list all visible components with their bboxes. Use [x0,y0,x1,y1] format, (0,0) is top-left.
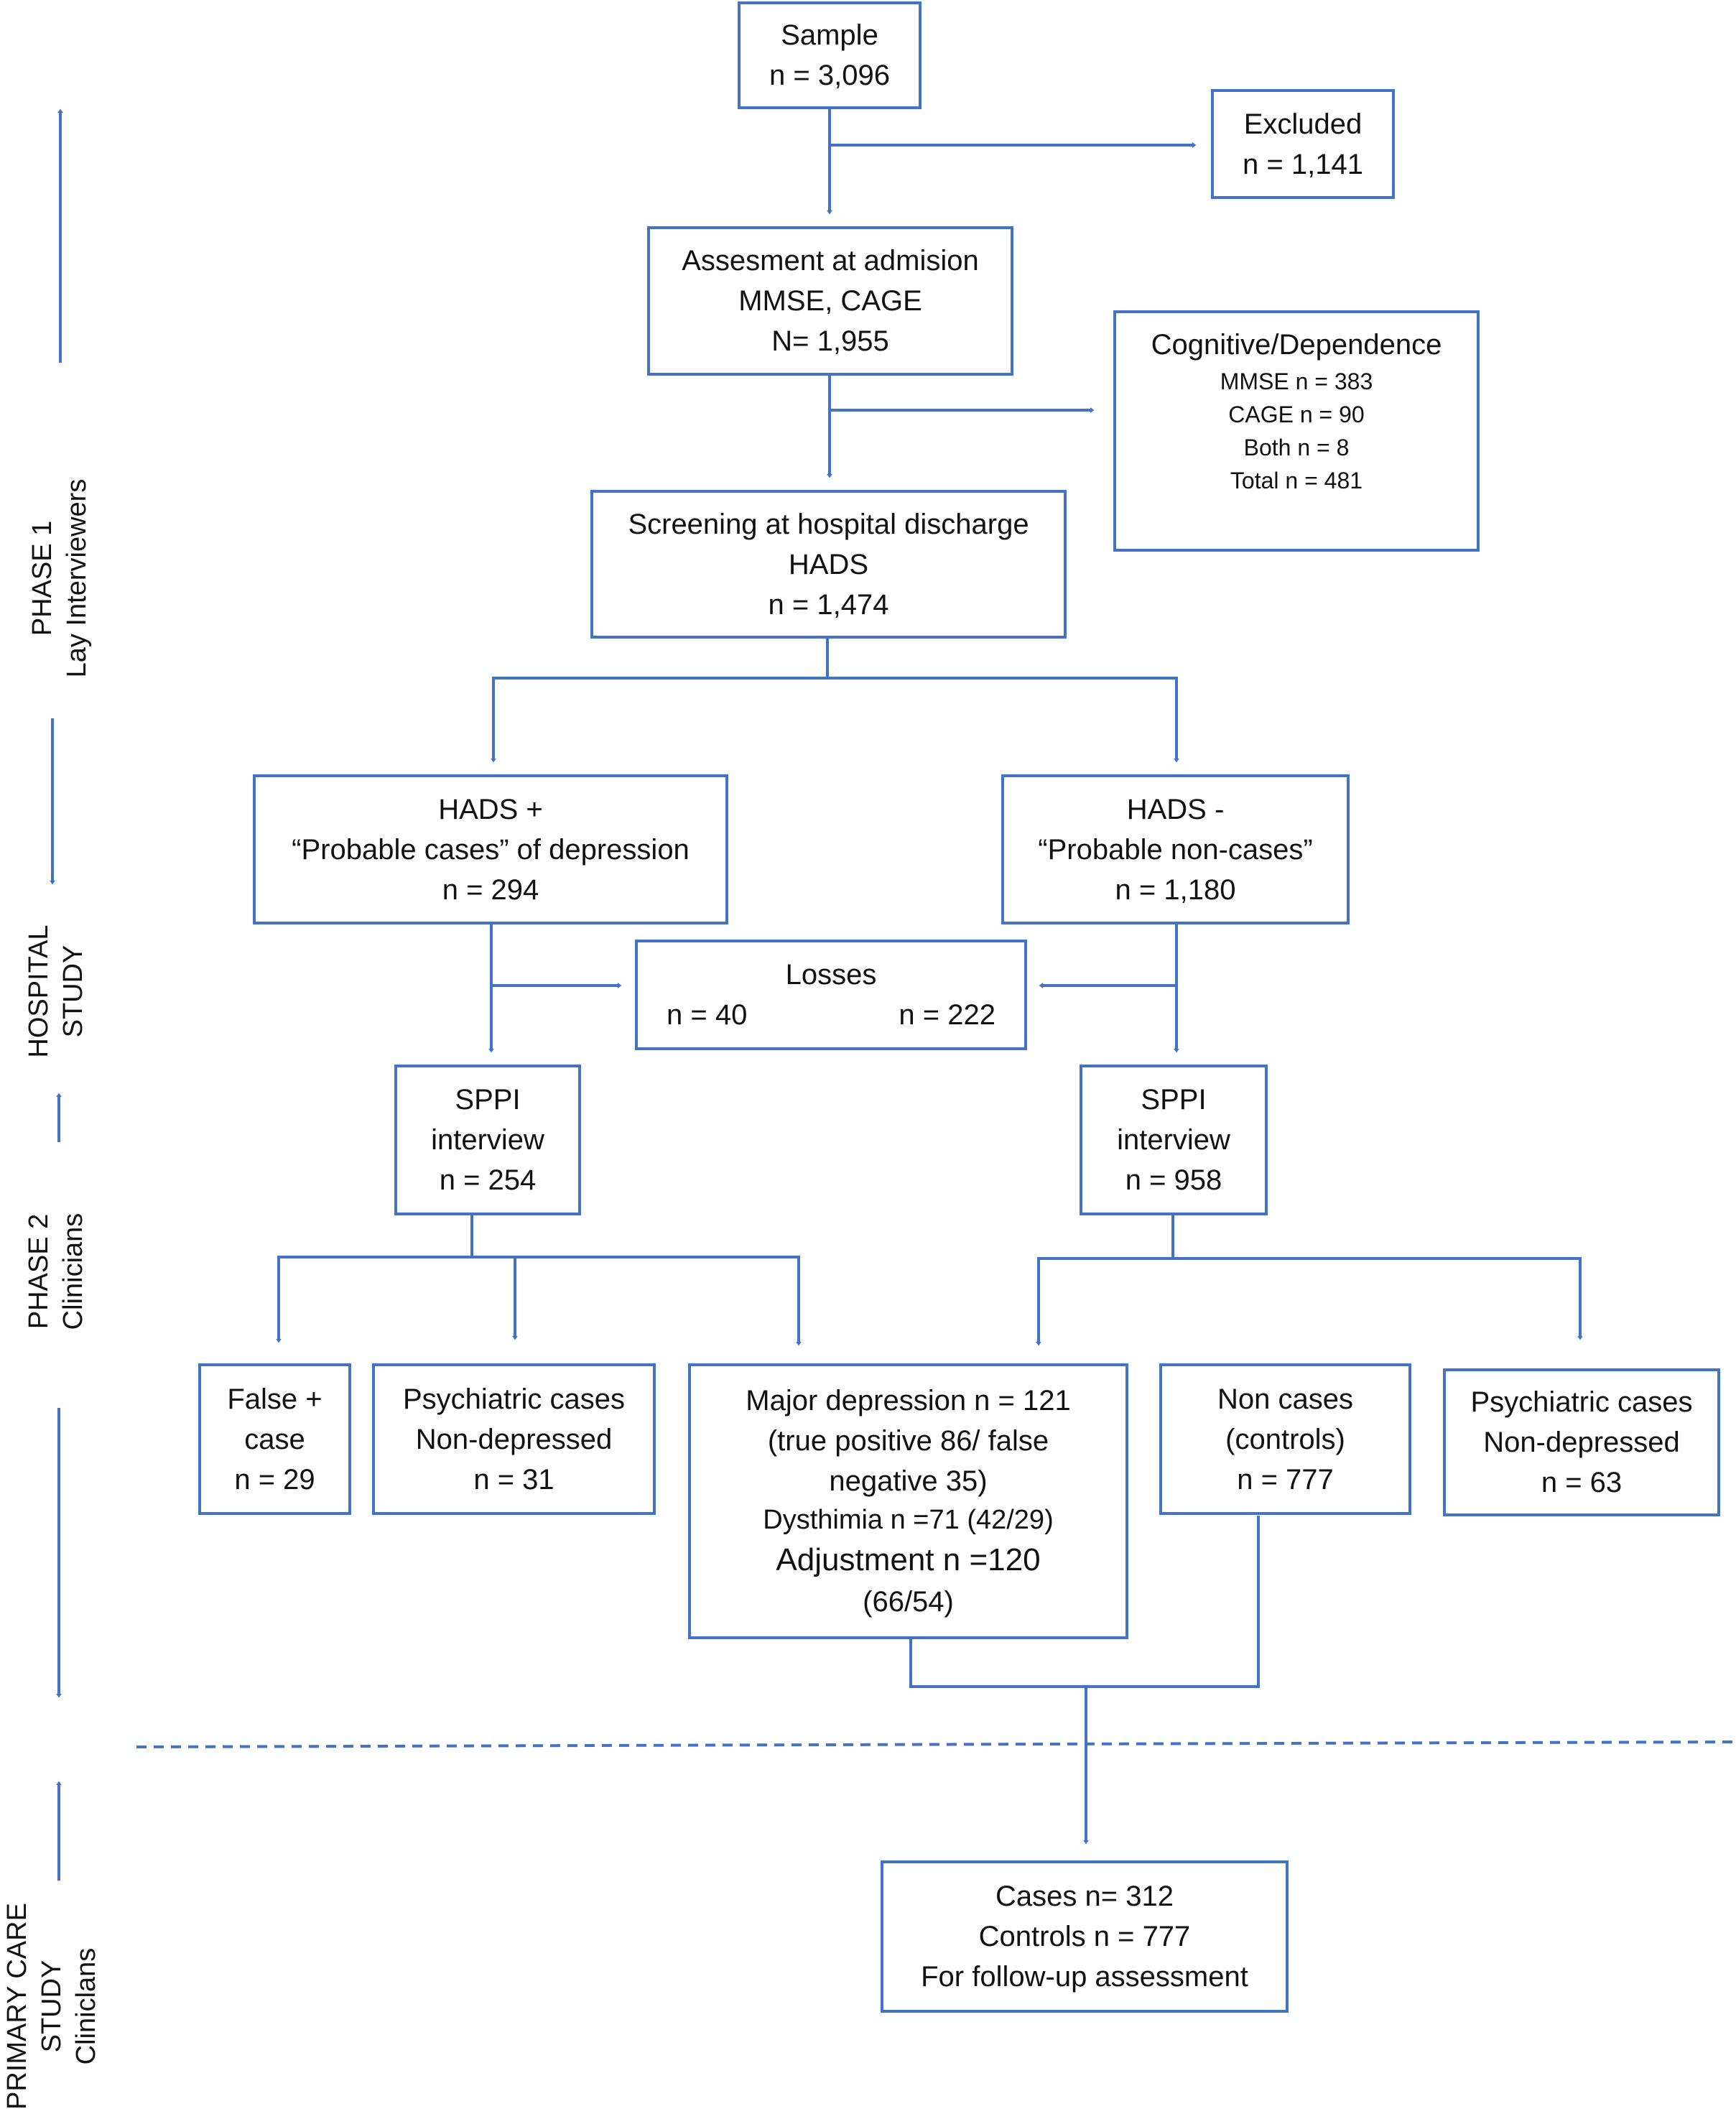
psychiatric-left-count: n = 31 [473,1463,554,1496]
cognitive-mmse: MMSE n = 383 [1220,368,1373,394]
losses-box: Losses n = 40 n = 222 [635,940,1027,1050]
connector-screening-right [827,677,1176,760]
hads-negative-box: HADS - “Probable non-cases” n = 1,180 [1001,774,1350,924]
hads-negative-desc: “Probable non-cases” [1038,833,1313,866]
final-followup: For follow-up assessment [921,1961,1248,1993]
losses-right-count: n = 222 [899,999,995,1031]
adjustment-line: Adjustment n =120 [776,1542,1041,1577]
divider-dashed [136,1740,1736,1748]
final-controls: Controls n = 777 [978,1921,1191,1952]
sppi-right-title: SPPI [1141,1084,1207,1116]
hads-negative-count: n = 1,180 [1115,873,1236,906]
sppi-left-count: n = 254 [439,1164,537,1196]
final-cases: Cases n= 312 [995,1881,1174,1912]
side-label-phase2-line1: PHASE 2 [24,1213,54,1330]
losses-title: Losses [785,959,877,991]
psychiatric-right-box: Psychiatric cases Non-depressed n = 63 [1443,1368,1720,1516]
side-label-primary-line1: PRIMARY CARE [2,1903,32,2110]
cognitive-both: Both n = 8 [1243,435,1350,460]
false-positive-box: False + case n = 29 [198,1363,351,1515]
connector-sppi-left-split [279,1214,473,1340]
connector-screening-split [493,637,829,760]
losses-left-count: n = 40 [667,999,748,1031]
side-label-hospital-line2: STUDY [58,945,88,1038]
excluded-box: Excluded n = 1,141 [1211,89,1395,199]
side-label-hospital-line1: HOSPITAL [24,924,54,1058]
hads-positive-desc: “Probable cases” of depression [292,833,690,866]
psychiatric-right-title: Psychiatric cases [1470,1386,1693,1418]
false-positive-count: n = 29 [234,1463,315,1496]
losses-counts: n = 40 n = 222 [638,995,1024,1035]
sppi-right-sub: interview [1117,1124,1230,1156]
side-label-phase1: PHASE 1 Lay Interviewers [25,470,97,686]
excluded-count: n = 1,141 [1243,148,1363,180]
excluded-title: Excluded [1243,108,1363,140]
sample-count: n = 3,096 [769,60,890,91]
side-label-primary: PRIMARY CARE STUDY Cliniclans [0,1899,108,2114]
cognitive-cage: CAGE n = 90 [1228,402,1365,427]
sppi-left-title: SPPI [455,1084,521,1116]
sample-title: Sample [781,19,878,51]
connector-sppi-right-split [1039,1214,1174,1343]
side-label-primary-line2: STUDY [37,1960,67,2053]
major-depression-line2: (true positive 86/ false [767,1425,1049,1457]
sppi-left-box: SPPI interview n = 254 [394,1065,581,1215]
cognitive-title: Cognitive/Dependence [1151,329,1442,361]
side-label-phase2-line2: Clinicians [58,1213,88,1330]
assessment-title: Assesment at admision [682,245,979,277]
major-depression-box: Major depression n = 121 (true positive … [688,1363,1128,1639]
dysthimia-line: Dysthimia n =71 (42/29) [763,1505,1054,1535]
sample-box: Sample n = 3,096 [738,1,922,109]
major-depression-line3: negative 35) [829,1465,988,1497]
psychiatric-left-box: Psychiatric cases Non-depressed n = 31 [372,1363,656,1515]
screening-box: Screening at hospital discharge HADS n =… [590,490,1067,639]
side-label-hospital: HOSPITAL STUDY [22,905,93,1077]
hads-positive-count: n = 294 [442,873,539,906]
non-cases-sub: (controls) [1225,1423,1345,1455]
side-label-phase1-line2: Lay Interviewers [62,478,92,678]
cognitive-box: Cognitive/Dependence MMSE n = 383 CAGE n… [1113,310,1480,552]
psychiatric-right-count: n = 63 [1541,1467,1623,1498]
hads-positive-box: HADS + “Probable cases” of depression n … [253,774,728,924]
assessment-box: Assesment at admision MMSE, CAGE N= 1,95… [647,226,1013,376]
false-positive-sub: case [244,1423,305,1455]
hads-negative-title: HADS - [1126,793,1225,825]
screening-instrument: HADS [788,548,869,580]
screening-count: n = 1,474 [768,588,889,621]
assessment-instruments: MMSE, CAGE [738,285,922,317]
psychiatric-right-sub: Non-depressed [1483,1427,1680,1458]
psychiatric-left-title: Psychiatric cases [403,1383,625,1415]
non-cases-title: Non cases [1217,1383,1353,1415]
sppi-right-box: SPPI interview n = 958 [1080,1065,1268,1215]
side-label-primary-line3: Cliniclans [71,1947,101,2065]
non-cases-count: n = 777 [1237,1463,1334,1496]
major-depression-line1: Major depression n = 121 [746,1385,1071,1417]
sppi-right-count: n = 958 [1125,1164,1222,1196]
hads-positive-title: HADS + [438,793,543,825]
non-cases-box: Non cases (controls) n = 777 [1159,1363,1411,1515]
screening-title: Screening at hospital discharge [628,508,1029,540]
cognitive-total: Total n = 481 [1230,468,1363,493]
side-label-phase2: PHASE 2 Clinicians [22,1185,93,1358]
sppi-left-sub: interview [431,1124,544,1156]
psychiatric-left-sub: Non-depressed [415,1423,613,1455]
assessment-count: N= 1,955 [771,325,889,357]
false-positive-title: False + [227,1383,322,1415]
side-label-phase1-line1: PHASE 1 [27,520,57,636]
final-box: Cases n= 312 Controls n = 777 For follow… [881,1860,1289,2013]
adjustment-split: (66/54) [863,1586,954,1618]
